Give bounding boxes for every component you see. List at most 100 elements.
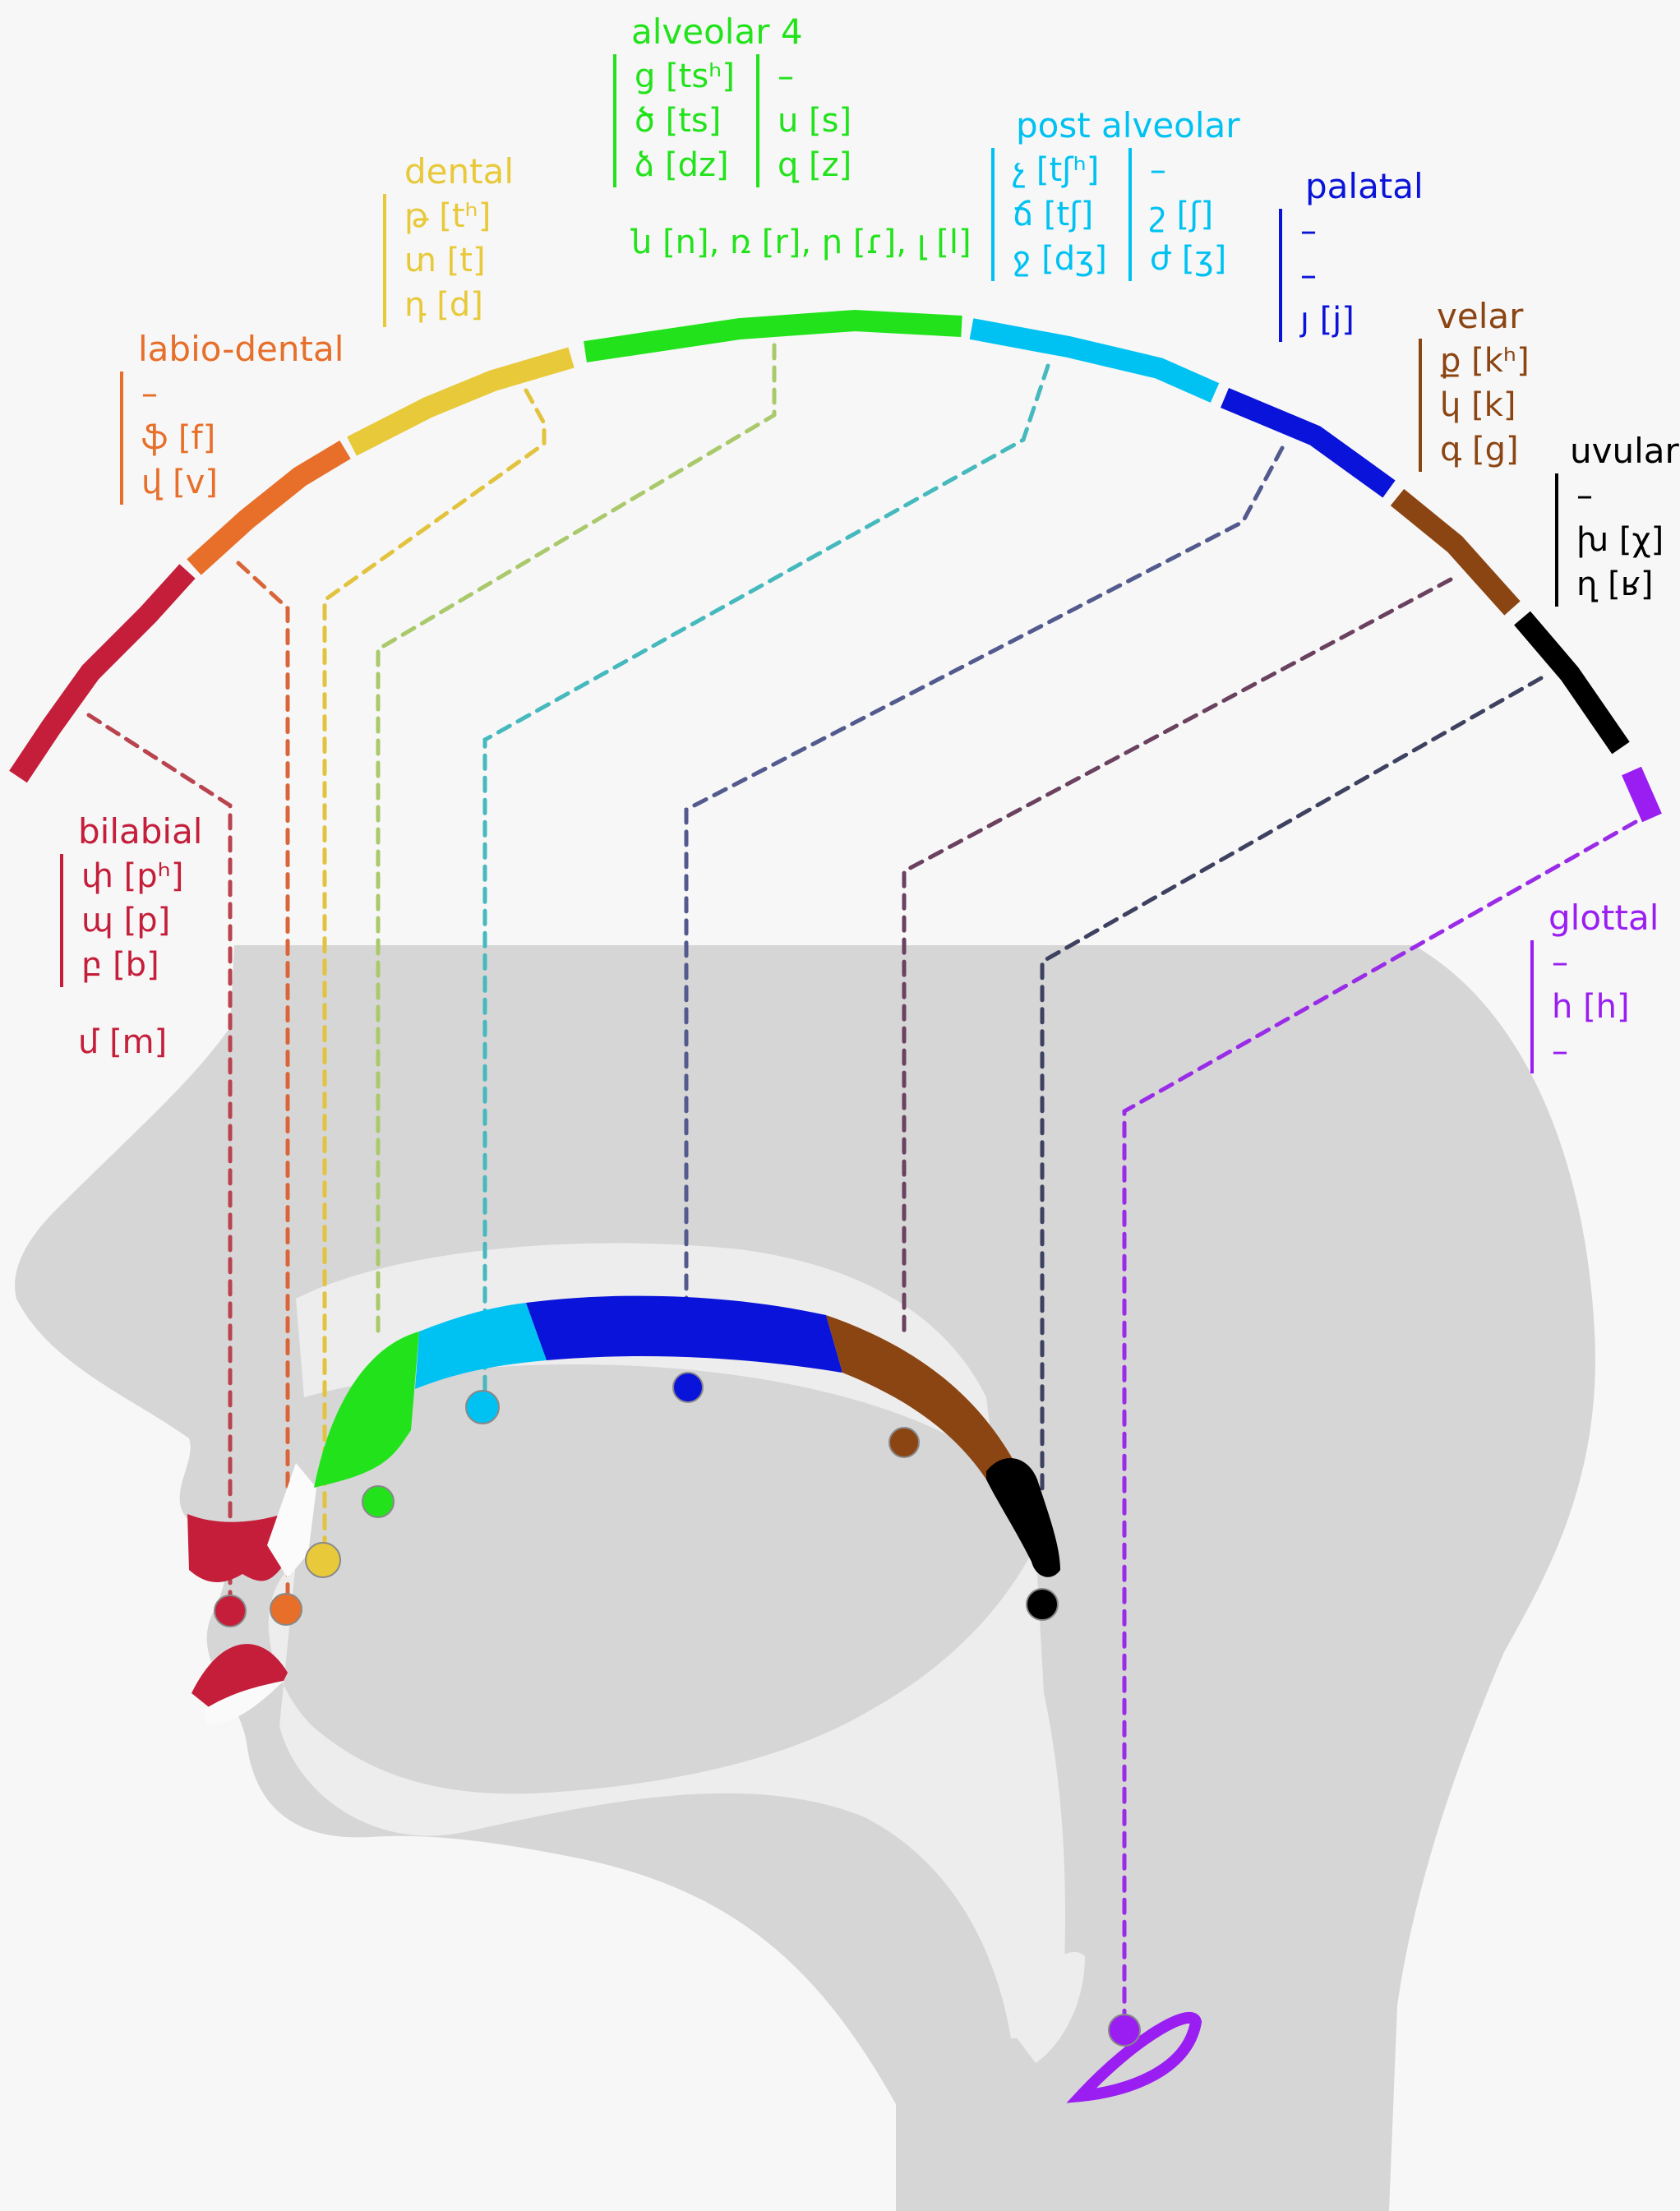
arc-uvular (1514, 611, 1630, 755)
consonant: h [h] (1552, 988, 1630, 1026)
consonant: ղ [ʁ] (1576, 565, 1654, 603)
uvular-point (1026, 1588, 1059, 1621)
consonant: շ [ʃ] (1149, 196, 1214, 233)
articulators (187, 1295, 1202, 2103)
alveolar-fricatives: – ս [s] զ [z] (755, 54, 852, 187)
alveolar-sonorants: ն [n], ռ [r], ր [ɾ], լ [l] (631, 224, 972, 261)
consonant: ֆ [f] (141, 419, 216, 457)
bilabial-title: bilabial (78, 811, 203, 852)
palate-post-alveolar-region (415, 1303, 547, 1389)
bilabial-consonants: փ [pʰ] պ [p] բ [b] (60, 854, 202, 987)
palatal-group: palatal – – յ [j] (1279, 164, 1424, 342)
bilabial-connector (86, 713, 233, 1613)
consonant: պ [p] (81, 902, 171, 939)
uvular-consonants: – խ [χ] ղ [ʁ] (1555, 473, 1679, 607)
glottis (1066, 2011, 1202, 2103)
consonant: – (1300, 212, 1317, 250)
arc-bilabial (9, 564, 196, 783)
alveolar-group: alveolar 4 ց [tsʰ] ծ [ts] ձ [dz] – ս [s]… (613, 10, 972, 265)
glottal-title: glottal (1548, 898, 1659, 938)
consonant: ք [kʰ] (1440, 342, 1530, 380)
consonant: ջ [dʒ] (1013, 240, 1107, 278)
consonant: յ [j] (1300, 301, 1355, 339)
consonant: տ [t] (404, 242, 486, 279)
arc-post-alveolar (969, 318, 1220, 403)
consonant: չ [tʃʰ] (1013, 151, 1100, 189)
palate-velar-region (826, 1315, 1015, 1479)
consonant: ծ [ts] (635, 102, 722, 140)
consonant: ց [tsʰ] (635, 58, 735, 95)
arc-palatal (1220, 388, 1396, 498)
dental-title: dental (404, 151, 514, 192)
alveolar-title: alveolar 4 (631, 12, 803, 52)
post-alveolar-affricates: չ [tʃʰ] ճ [tʃ] ջ [dʒ] (991, 148, 1107, 281)
consonant: – (1552, 944, 1568, 981)
dental-consonants: թ [tʰ] տ [t] դ [d] (383, 194, 514, 327)
epiglottis (1011, 1951, 1085, 2063)
uvular-title: uvular (1570, 431, 1679, 471)
consonant: – (1300, 256, 1317, 294)
labio-dental-connector (236, 561, 290, 1613)
dental-group: dental թ [tʰ] տ [t] դ [d] (383, 150, 514, 327)
arc-alveolar (584, 309, 962, 362)
labio-dental-title: labio-dental (138, 329, 344, 369)
bilabial-nasal: մ [m] (78, 1023, 168, 1061)
consonant: զ [z] (777, 146, 852, 184)
palatal-point (672, 1372, 704, 1403)
connector-lines (86, 343, 1638, 2024)
consonant: – (1149, 151, 1166, 189)
consonant: դ [d] (404, 286, 483, 324)
consonant: բ [b] (81, 946, 159, 984)
glottal-point (1108, 2014, 1141, 2047)
uvular-group: uvular – խ [χ] ղ [ʁ] (1555, 429, 1679, 607)
alveolar-columns: ց [tsʰ] ծ [ts] ձ [dz] – ս [s] զ [z] (613, 54, 972, 187)
palate-uvular-region (986, 1457, 1060, 1577)
glottal-consonants: – h [h] – (1530, 940, 1659, 1073)
velar-connector (902, 577, 1453, 1334)
consonant: ձ [dz] (635, 146, 729, 184)
consonant: – (141, 375, 158, 413)
upper-lip (187, 1514, 286, 1583)
lower-lip-shadow (204, 1681, 284, 1725)
consonant: ժ [ʒ] (1149, 240, 1227, 278)
post-alveolar-columns: չ [tʃʰ] ճ [tʃ] ջ [dʒ] – շ [ʃ] ժ [ʒ] (991, 148, 1240, 281)
consonant: վ [v] (141, 464, 218, 501)
velar-consonants: ք [kʰ] կ [k] գ [g] (1419, 339, 1530, 472)
labio-dental-group: labio-dental – ֆ [f] վ [v] (120, 327, 344, 505)
consonant: թ [tʰ] (404, 197, 492, 235)
post-alveolar-title: post alveolar (1016, 105, 1240, 145)
lower-lip (192, 1644, 288, 1710)
velar-group: velar ք [kʰ] կ [k] գ [g] (1419, 294, 1530, 472)
palatal-title: palatal (1305, 166, 1424, 206)
alveolar-affricates: ց [tsʰ] ծ [ts] ձ [dz] (613, 54, 735, 187)
velar-point (888, 1427, 920, 1458)
head-outline (15, 945, 1595, 2211)
alveolar-connector (376, 343, 777, 1342)
palatal-consonants: – – յ [j] (1279, 209, 1424, 342)
consonant: կ [k] (1440, 386, 1516, 424)
place-arc (9, 309, 1662, 823)
consonant: փ [pʰ] (81, 857, 184, 895)
consonant: ս [s] (777, 102, 852, 140)
consonant: – (1576, 477, 1593, 515)
velar-title: velar (1437, 296, 1524, 336)
glottal-group: glottal – h [h] – (1530, 896, 1659, 1073)
consonant: ճ [tʃ] (1013, 196, 1094, 233)
articulation-points (214, 1372, 1141, 2047)
arc-labio-dental (187, 440, 351, 575)
arc-dental (347, 347, 575, 456)
uvular-connector (1040, 676, 1544, 1498)
consonant: խ [χ] (1576, 521, 1664, 559)
post-alveolar-fricatives: – շ [ʃ] ժ [ʒ] (1128, 148, 1226, 281)
arc-glottal (1622, 766, 1662, 823)
post-alveolar-group: post alveolar չ [tʃʰ] ճ [tʃ] ջ [dʒ] – շ … (991, 104, 1240, 281)
consonant: գ [g] (1440, 431, 1519, 469)
bilabial-point (214, 1595, 247, 1627)
palate-alveolar-region (314, 1332, 419, 1488)
palatal-connector (684, 445, 1285, 1301)
post-alveolar-connector (482, 363, 1050, 1400)
teeth-pale (267, 1463, 316, 1578)
consonant: – (1552, 1032, 1568, 1070)
glottal-connector (1122, 819, 1638, 2024)
bilabial-group: bilabial փ [pʰ] պ [p] բ [b] մ [m] (60, 810, 203, 1064)
